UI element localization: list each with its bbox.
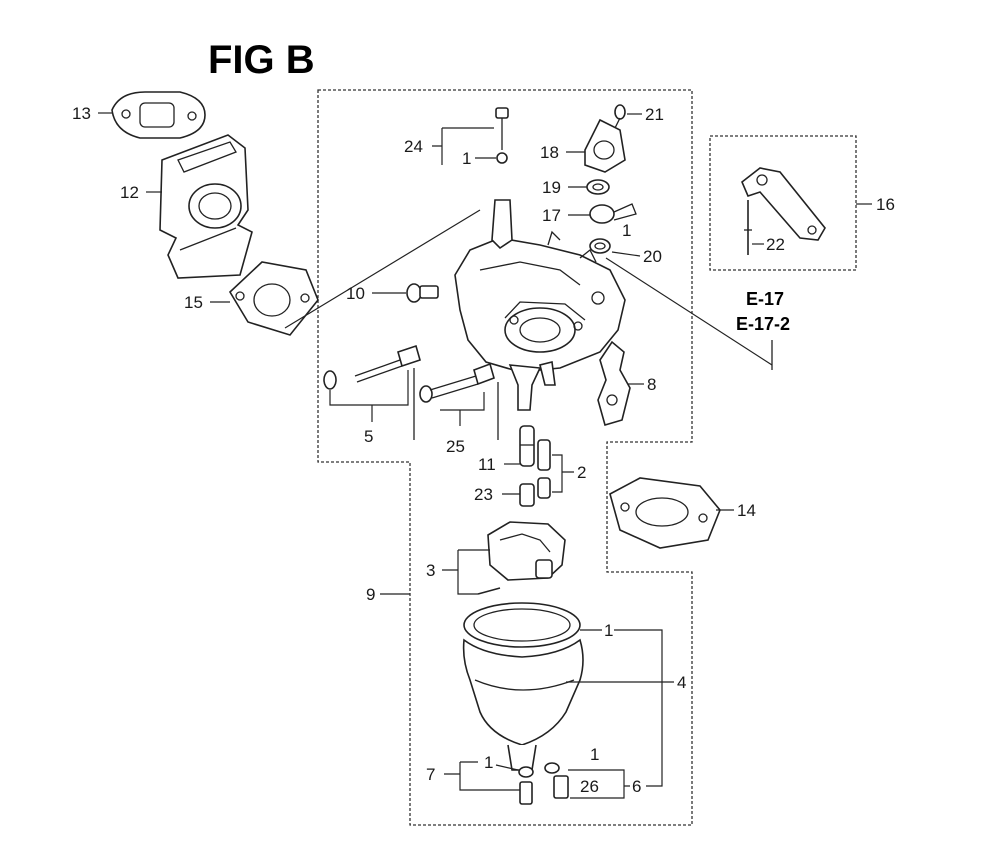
part-10-screw[interactable]	[406, 283, 439, 303]
label-22: 22	[766, 235, 785, 254]
label-20: 20	[643, 247, 662, 266]
part-11-jet[interactable]	[519, 425, 535, 467]
reference-line-2: E-17-2	[736, 314, 790, 334]
part-26-screw[interactable]	[544, 762, 569, 799]
label-13: 13	[72, 104, 91, 123]
label-21: 21	[645, 105, 664, 124]
part-18-cover[interactable]	[584, 118, 626, 173]
part-15-gasket[interactable]	[228, 261, 319, 336]
label-17: 17	[542, 206, 561, 225]
part-16-boundary	[709, 135, 857, 271]
label-3: 3	[426, 561, 435, 580]
label-12: 12	[120, 183, 139, 202]
label-1d: 1	[484, 753, 493, 772]
label-4: 4	[677, 673, 686, 692]
part-2-jet[interactable]	[537, 439, 551, 499]
part-7-bolt[interactable]	[518, 766, 534, 805]
label-14: 14	[737, 501, 756, 520]
part-8-lever[interactable]	[597, 340, 631, 426]
part-16-lever[interactable]	[741, 167, 826, 241]
leader-3	[442, 549, 490, 595]
label-8: 8	[647, 375, 656, 394]
leader-24	[432, 127, 494, 165]
part-24-screw[interactable]	[495, 107, 509, 164]
leader-e17	[605, 257, 773, 366]
leader-15-carb	[284, 209, 481, 329]
part-23-jet[interactable]	[519, 483, 535, 507]
reference-line-1: E-17	[746, 289, 784, 309]
part-4-float-chamber[interactable]	[462, 602, 584, 771]
assembly-boundary	[317, 89, 693, 826]
label-1b: 1	[622, 221, 631, 240]
leader-7	[444, 761, 520, 791]
part-25-screw[interactable]	[419, 362, 495, 403]
part-22-pin[interactable]	[744, 200, 752, 255]
label-1c: 1	[604, 621, 613, 640]
part-19-seal[interactable]	[586, 179, 610, 195]
carburetor-body[interactable]	[454, 199, 626, 411]
leader-20	[611, 251, 641, 257]
label-26: 26	[580, 777, 599, 796]
figure-title: FIG B	[208, 38, 315, 82]
part-17-valve[interactable]	[589, 203, 637, 224]
label-5: 5	[364, 427, 373, 446]
label-16: 16	[876, 195, 895, 214]
label-1a: 1	[462, 149, 471, 168]
part-5-screw[interactable]	[323, 344, 421, 390]
label-9: 9	[366, 585, 375, 604]
label-11: 11	[478, 455, 496, 474]
part-14-gasket[interactable]	[609, 477, 721, 549]
label-23: 23	[474, 485, 493, 504]
label-15: 15	[184, 293, 203, 312]
part-3-float[interactable]	[477, 521, 566, 595]
label-6: 6	[632, 777, 641, 796]
part-20-oring[interactable]	[589, 238, 611, 254]
leader-5	[329, 370, 409, 422]
leader-26	[568, 769, 630, 799]
label-10: 10	[346, 284, 365, 303]
label-24: 24	[404, 137, 423, 156]
label-18: 18	[540, 143, 559, 162]
leader-4	[566, 629, 674, 787]
label-25: 25	[446, 437, 465, 456]
label-2: 2	[577, 463, 586, 482]
leader-2	[552, 454, 574, 493]
part-21-screw[interactable]	[613, 104, 626, 131]
label-19: 19	[542, 178, 561, 197]
label-1e: 1	[590, 745, 599, 764]
leader-1d	[495, 764, 519, 771]
leader-25	[440, 392, 485, 426]
part-12-insulator[interactable]	[159, 134, 253, 279]
part-13-gasket[interactable]	[111, 91, 206, 139]
label-7: 7	[426, 765, 435, 784]
